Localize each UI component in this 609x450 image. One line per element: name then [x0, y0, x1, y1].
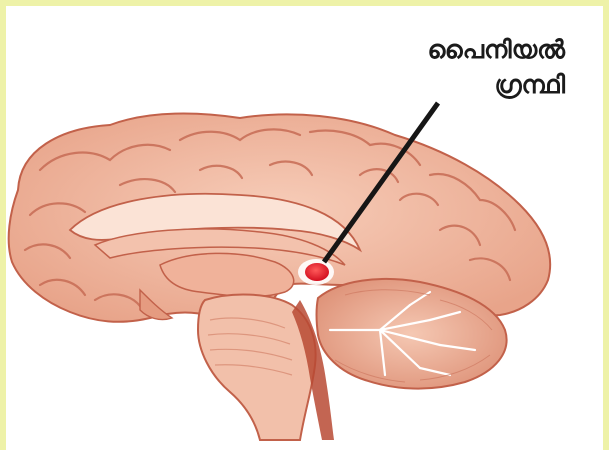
callout-line-2: ഗ്രന്ഥി [427, 69, 565, 102]
pineal-gland-dot [305, 263, 329, 281]
callout-line-1: പൈനിയൽ [427, 34, 565, 67]
pineal-gland-callout: പൈനിയൽ ഗ്രന്ഥി [427, 34, 565, 101]
